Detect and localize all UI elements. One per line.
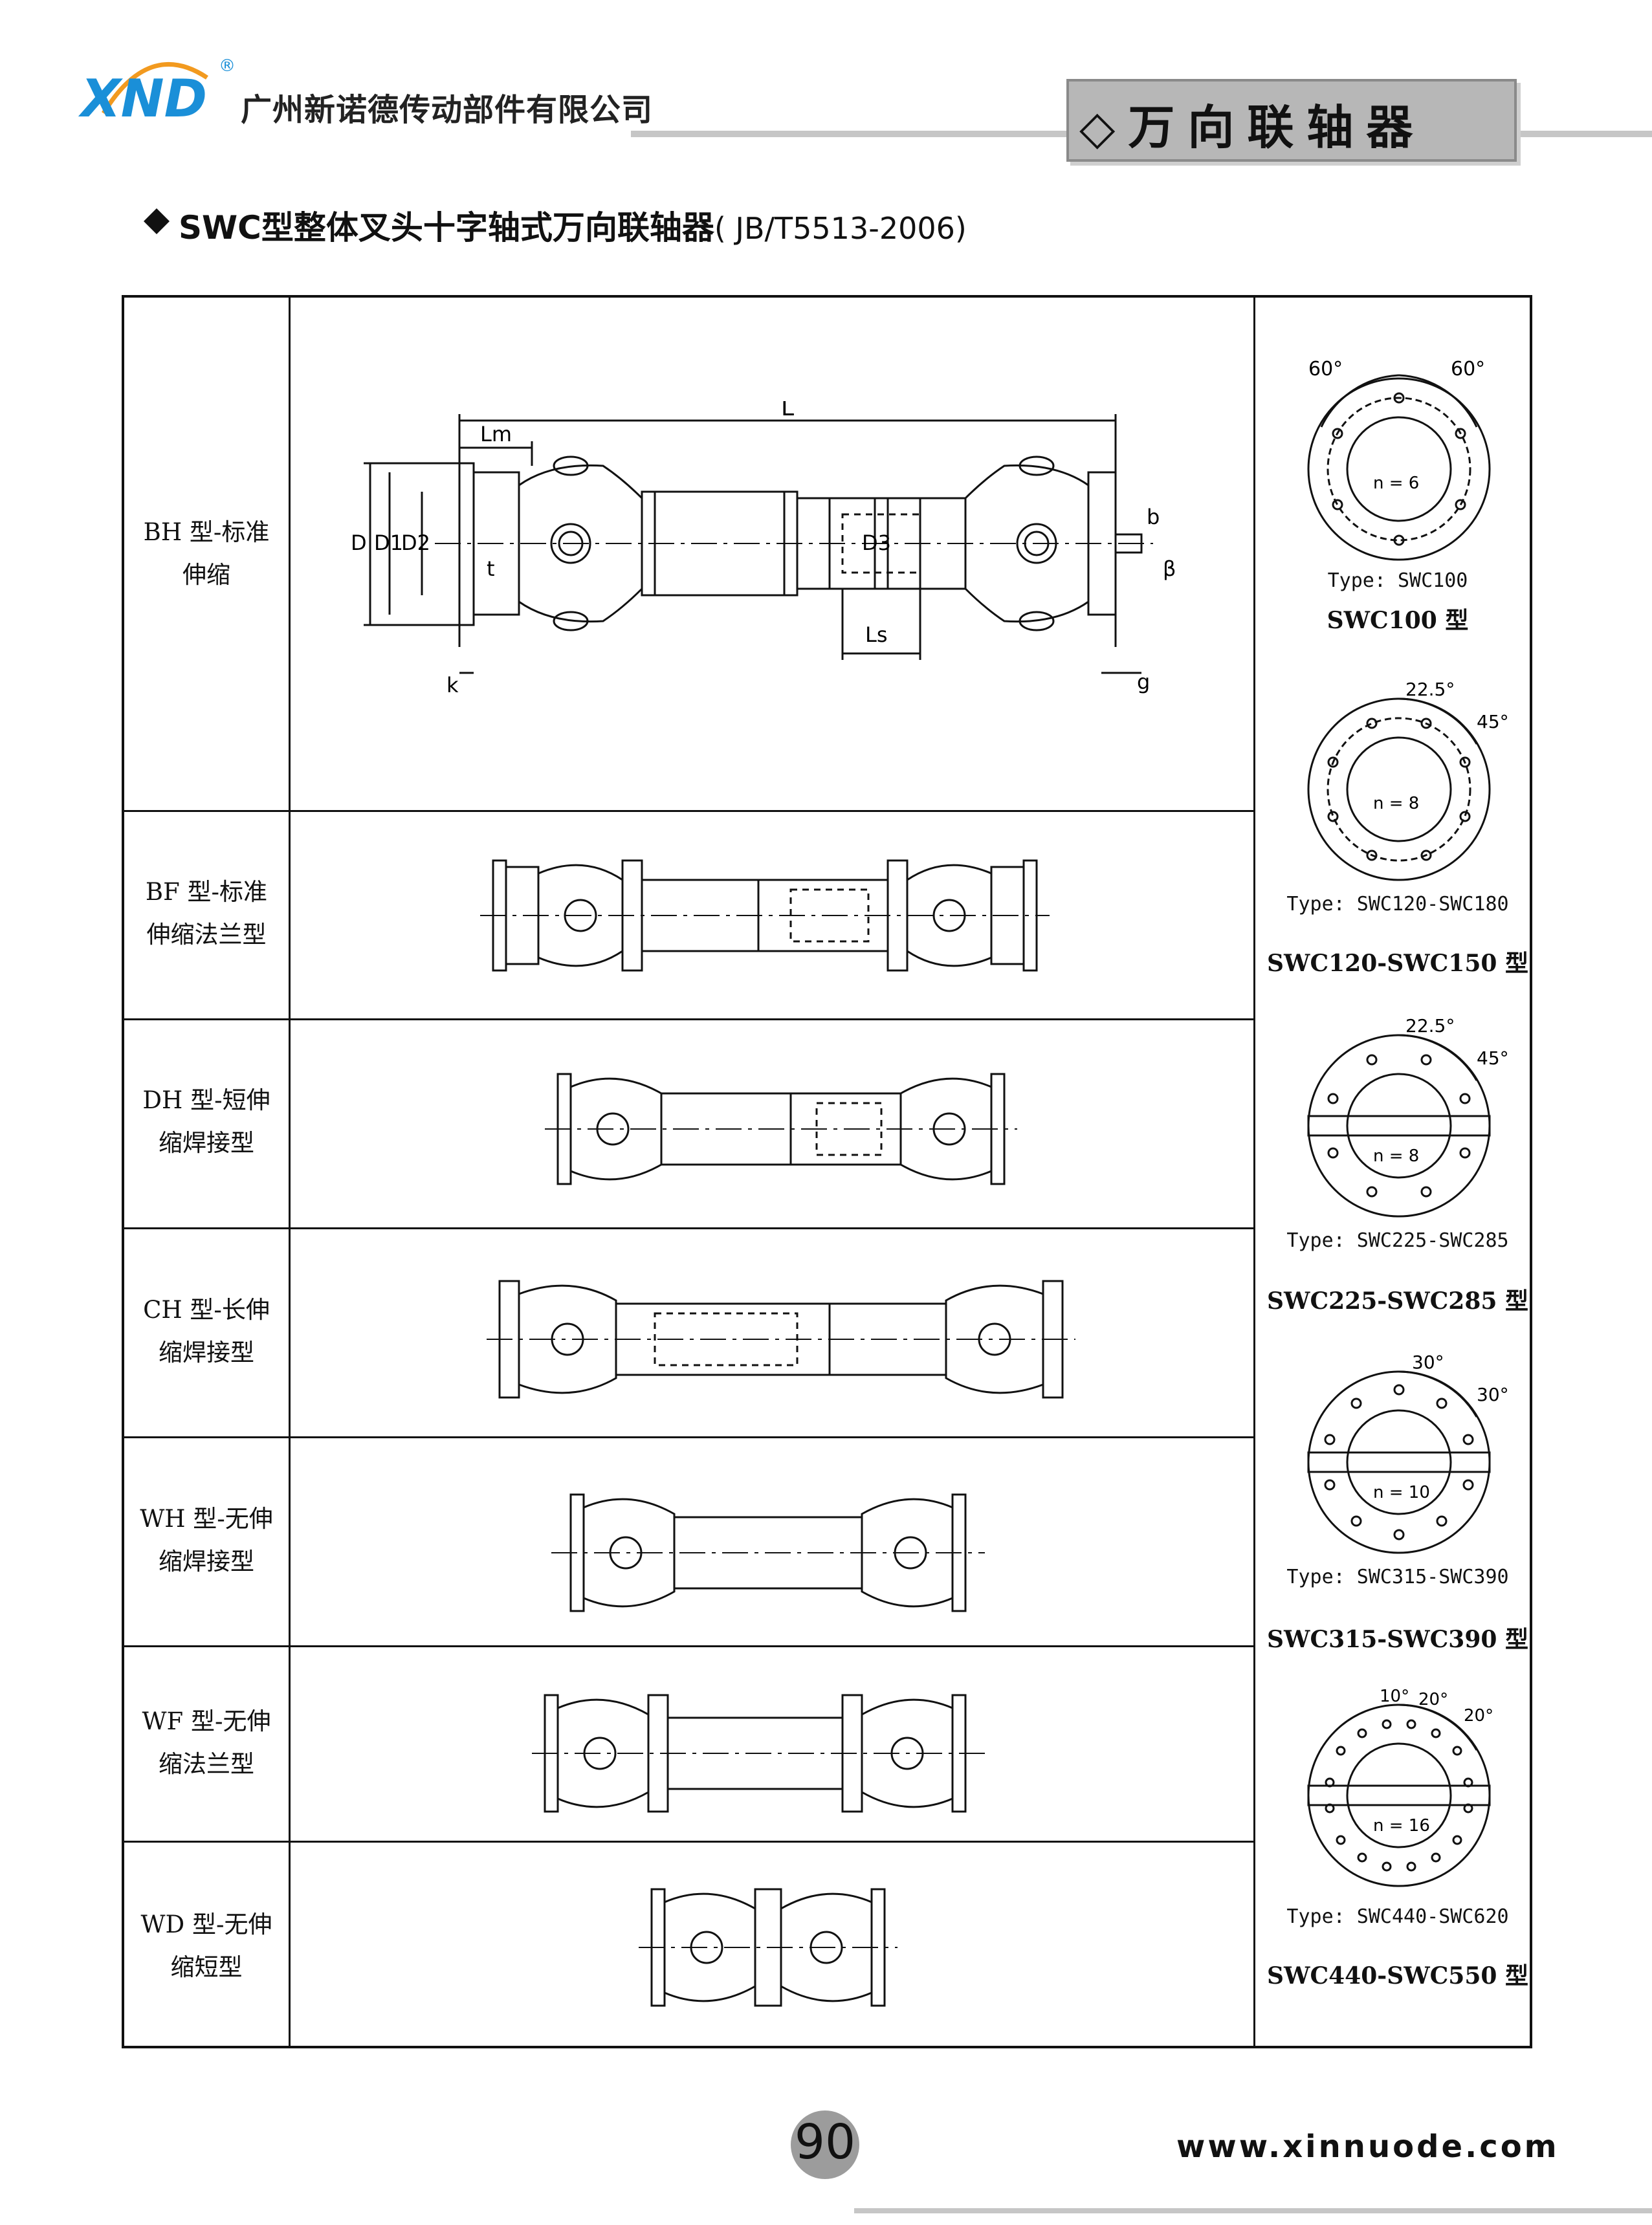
bolt-count: n = 8 [1373,1146,1419,1166]
diamond-bullet-icon [144,208,170,234]
flange-model-label: SWC315-SWC390 型 [1267,1626,1528,1653]
row-label-line: 缩法兰型 [159,1750,254,1778]
bh-type-drawing: L Lm Ls D D1 D2 D3 t k b g β [351,401,1176,697]
flange-angle: 30° [1412,1352,1444,1373]
flange-model-label: SWC440-SWC550 型 [1267,1962,1528,1989]
logo-text: XND [78,69,207,129]
dim-k: k [446,673,459,697]
flange-angle: 20° [1418,1690,1448,1709]
flange-figure-swc225: 22.5° 45° n = 8 [1307,1015,1509,1218]
flange-angle: 30° [1477,1384,1509,1405]
dim-t: t [487,556,495,581]
flange-model-label: SWC225-SWC285 型 [1267,1288,1528,1315]
row-label-line: 缩焊接型 [159,1548,254,1575]
ch-type-drawing [487,1280,1075,1399]
bolt-count: n = 16 [1373,1816,1430,1836]
flange-type-label: Type: SWC315-SWC390 [1286,1566,1509,1588]
row-label-line: 缩短型 [170,1953,243,1981]
bolt-count: n = 10 [1373,1483,1430,1502]
flange-type-label: Type: SWC100 [1327,569,1468,592]
dim-D: D [351,531,367,555]
wf-type-drawing [532,1694,985,1813]
row-label-line: WH 型-无伸 [140,1505,273,1533]
row-label-line: 伸缩 [182,561,230,589]
flange-figure-swc120: 22.5° 45° n = 8 [1307,679,1509,881]
flange-model-label: SWC100 型 [1327,607,1469,634]
row-label-bf: BF 型-标准伸缩法兰型 [124,871,289,956]
dh-type-drawing [545,1073,1017,1185]
row-divider [124,1227,1254,1229]
bolt-count: n = 6 [1373,474,1419,493]
footer-rule [854,2208,1652,2213]
row-label-dh: DH 型-短伸缩焊接型 [124,1079,289,1165]
flange-figure-swc440: 10° 20° 20° n = 16 [1307,1687,1493,1887]
flange-model-label: SWC120-SWC150 型 [1267,950,1528,977]
section-title-text: SWC型整体叉头十字轴式万向联轴器 [179,209,714,247]
flange-figure-swc100: 60° 60° n = 6 [1307,358,1491,561]
column-divider [289,298,291,2046]
row-divider [124,1841,1254,1843]
category-banner [1066,79,1517,162]
flange-angle: 10° [1380,1687,1409,1706]
flange-type-label: Type: SWC225-SWC285 [1286,1229,1509,1252]
row-divider [124,810,1254,812]
website-link[interactable]: www.xinnuode.com [1176,2129,1559,2165]
company-logo: XND ® [78,52,239,129]
bolt-count: n = 8 [1373,794,1419,813]
row-label-line: DH 型-短伸 [142,1086,270,1114]
row-label-ch: CH 型-长伸缩焊接型 [124,1289,289,1374]
category-title: ◇万向联轴器 [1079,100,1426,155]
row-label-line: 缩焊接型 [159,1129,254,1157]
wd-type-drawing [639,1888,898,2007]
row-label-wf: WF 型-无伸缩法兰型 [124,1700,289,1786]
dim-D1: D1 [374,531,403,555]
dim-Ls: Ls [865,622,888,647]
flange-angle: 45° [1477,1047,1509,1069]
row-label-bh: BH 型-标准伸缩 [124,511,289,597]
flange-angle: 22.5° [1405,1015,1455,1036]
row-divider [124,1645,1254,1647]
dim-Lm: Lm [480,422,512,446]
row-label-wd: WD 型-无伸缩短型 [124,1903,289,1989]
logo-registered-mark: ® [219,56,236,76]
dim-beta: β [1163,556,1176,581]
row-label-line: 伸缩法兰型 [146,921,267,948]
section-standard: ( JB/T5513-2006) [714,211,967,246]
row-label-line: CH 型-长伸 [143,1296,270,1324]
row-label-line: BF 型-标准 [145,878,268,906]
flange-angle: 20° [1464,1706,1493,1726]
wh-type-drawing [551,1493,985,1612]
flange-angle: 60° [1451,358,1485,380]
dim-D2: D2 [401,531,430,555]
flange-figure-swc315: 30° 30° n = 10 [1307,1352,1509,1554]
dim-D3: D3 [862,531,891,555]
row-label-line: 缩焊接型 [159,1339,254,1366]
dim-L: L [781,401,794,421]
coupling-types-table: BH 型-标准伸缩 BF 型-标准伸缩法兰型 DH 型-短伸缩焊接型 CH 型-… [122,295,1532,2048]
flange-angle: 60° [1308,358,1343,380]
row-label-line: WD 型-无伸 [140,1911,272,1938]
row-divider [124,1436,1254,1438]
flange-angle: 22.5° [1405,679,1455,700]
section-title: SWC型整体叉头十字轴式万向联轴器( JB/T5513-2006) [145,202,967,248]
row-label-line: BH 型-标准 [143,518,270,546]
company-name: 广州新诺德传动部件有限公司 [241,92,654,128]
row-divider [124,1018,1254,1020]
page-number: 90 [794,2114,856,2170]
bf-type-drawing [480,859,1050,972]
dim-g: g [1137,670,1150,694]
flange-angle: 45° [1477,711,1509,732]
flange-type-label: Type: SWC440-SWC620 [1286,1905,1509,1928]
flange-type-label: Type: SWC120-SWC180 [1286,893,1509,915]
page-number-badge [791,2110,859,2179]
dim-b: b [1147,505,1160,529]
column-divider [1253,298,1255,2046]
row-label-line: WF 型-无伸 [142,1707,271,1735]
row-label-wh: WH 型-无伸缩焊接型 [124,1498,289,1583]
